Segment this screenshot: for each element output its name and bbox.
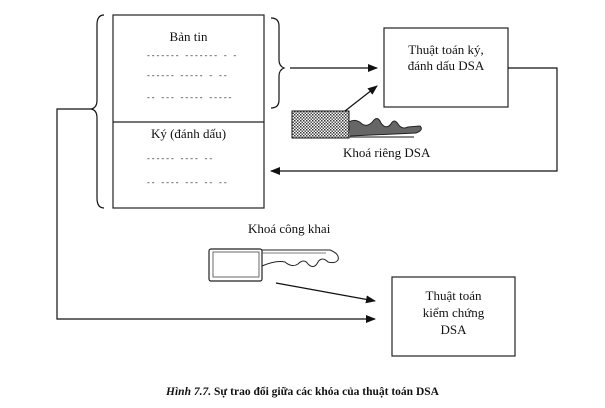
- verify-box-line2: kiểm chứng: [422, 305, 485, 320]
- signature-line: ------ ---- --: [146, 155, 214, 164]
- left-brace: [90, 14, 105, 209]
- message-line: -- --- ----- -----: [146, 94, 233, 103]
- arrow-message-to-verify: [56, 108, 376, 323]
- message-line: ------- ------- - -: [146, 52, 238, 61]
- caption-text: Sự trao đổi giữa các khóa của thuật toán…: [211, 386, 439, 398]
- signature-title: Ký (đánh dấu): [150, 126, 227, 141]
- arrow-private-key-to-sign: [344, 85, 378, 112]
- signature-line: -- ---- --- -- --: [146, 179, 228, 188]
- message-line: ------ ----- - --: [146, 72, 228, 81]
- private-key-label: Khoá riêng DSA: [343, 145, 431, 160]
- figure-caption: Hình 7.7. Sự trao đổi giữa các khóa của …: [0, 386, 605, 398]
- verify-box-line3: DSA: [440, 322, 467, 337]
- verify-algorithm-box: [391, 276, 516, 357]
- message-box: [112, 14, 265, 209]
- sign-box-line1: Thuật toán ký,: [408, 42, 484, 57]
- public-key-icon: [208, 248, 339, 282]
- arrow-signature-output: [270, 67, 558, 175]
- sign-box-line2: đánh dấu DSA: [407, 58, 485, 73]
- caption-prefix: Hình 7.7.: [166, 386, 212, 398]
- message-title: Bản tin: [169, 29, 208, 44]
- arrow-public-key-to-verify: [275, 282, 376, 304]
- verify-box-line1: Thuật toán: [425, 288, 482, 303]
- private-key-icon: [291, 110, 422, 139]
- public-key-label: Khoá công khai: [248, 221, 331, 236]
- right-brace: [270, 17, 286, 109]
